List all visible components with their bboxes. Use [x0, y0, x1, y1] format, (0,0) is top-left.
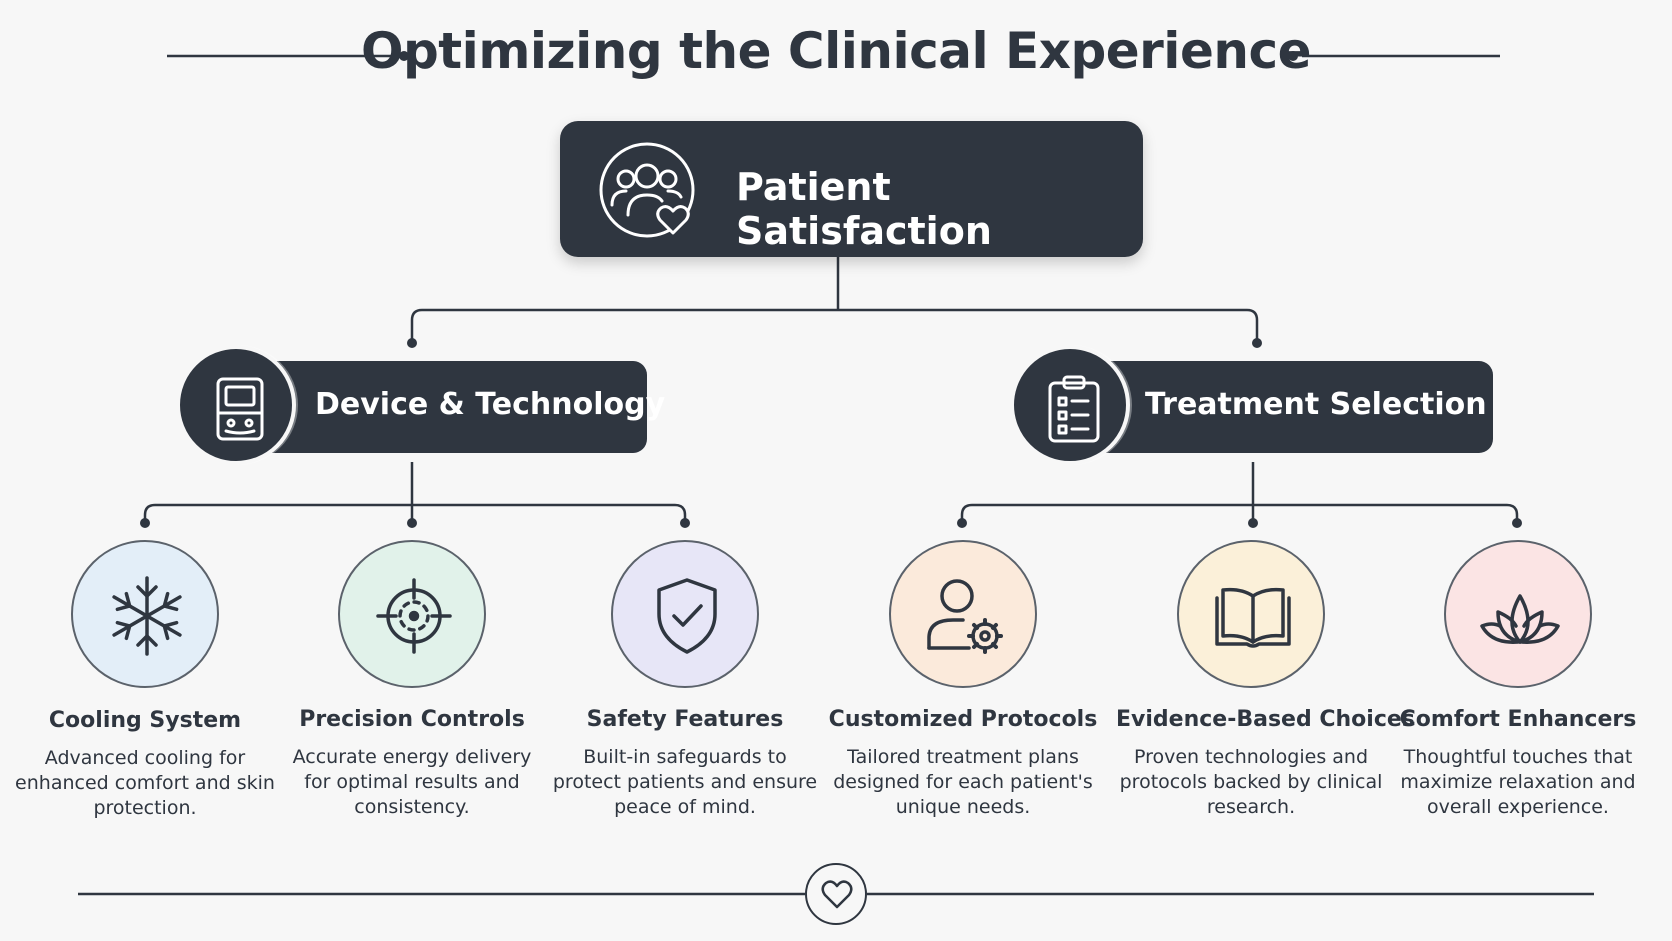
branch-label: Device & Technology — [315, 387, 666, 422]
leaf-icon-circle — [889, 540, 1037, 688]
leaf-title: Safety Features — [586, 707, 784, 732]
device-icon-badge — [176, 345, 296, 465]
leaf-title: Evidence-Based Choices — [1116, 707, 1415, 732]
device-icon — [216, 377, 264, 441]
root-node: Patient Satisfaction — [560, 121, 1143, 257]
clipboard-icon-badge — [1010, 345, 1130, 465]
root-label: Patient Satisfaction — [736, 165, 992, 253]
leaf-title: Comfort Enhancers — [1399, 707, 1637, 732]
leaf-title: Precision Controls — [299, 707, 525, 732]
heart-icon — [821, 880, 853, 909]
leaf-description: Thoughtful touches that maximize relaxat… — [1400, 746, 1636, 818]
leaf-title: Cooling System — [48, 708, 242, 733]
shield-check-icon — [657, 578, 717, 654]
leaf-description: Tailored treatment plans designed for ea… — [833, 746, 1093, 818]
lotus-icon — [1480, 594, 1560, 644]
leaf-icon-circle — [71, 540, 219, 688]
leaf-description: Accurate energy delivery for optimal res… — [292, 746, 532, 818]
leaf-description: Advanced cooling for enhanced comfort an… — [15, 747, 275, 819]
footer-heart-badge — [805, 863, 867, 925]
snowflake-icon — [112, 576, 182, 656]
user-gear-icon — [927, 579, 1003, 654]
page-title: Optimizing the Clinical Experience — [360, 22, 1312, 80]
open-book-icon — [1215, 587, 1291, 648]
leaf-title: Customized Protocols — [828, 707, 1098, 732]
leaf-icon-circle — [1177, 540, 1325, 688]
clipboard-checklist-icon — [1048, 375, 1100, 443]
branch-treatment-selection: Treatment Selection — [1073, 361, 1493, 453]
crosshair-icon — [376, 578, 452, 654]
leaf-icon-circle — [611, 540, 759, 688]
branch-device-technology: Device & Technology — [235, 361, 665, 453]
people-heart-icon — [598, 139, 700, 245]
leaf-description: Proven technologies and protocols backed… — [1119, 746, 1383, 818]
leaf-description: Built-in safeguards to protect patients … — [552, 746, 818, 818]
branch-label: Treatment Selection — [1145, 387, 1487, 422]
leaf-icon-circle — [338, 540, 486, 688]
leaf-icon-circle — [1444, 540, 1592, 688]
